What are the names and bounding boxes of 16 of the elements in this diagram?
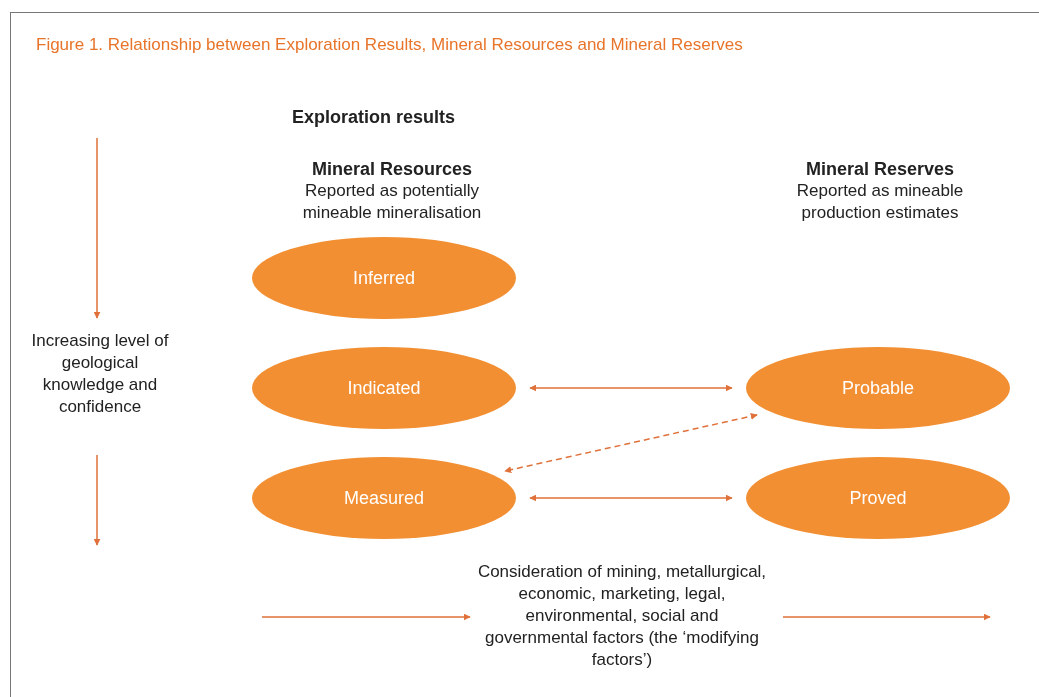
text-label: Reported as mineable production estimates [795, 180, 965, 224]
node-label: Measured [343, 487, 424, 509]
double-arrow [504, 412, 758, 474]
text-label: Consideration of mining, metallurgical, economic, marketing, legal, environmental, social and governmental factors (the ‘modifying factors’) [476, 561, 768, 671]
figure-title: Figure 1. Relationship between Exploration Results, Mineral Resources and Mineral Reserves [36, 35, 743, 55]
double-arrow [529, 494, 733, 502]
heading: Mineral Reserves [804, 158, 956, 180]
text-label: Reported as potentially mineable mineralisation [301, 180, 483, 224]
node-label: Probable [841, 377, 915, 399]
double-arrow [529, 384, 733, 392]
node-label: Inferred [352, 267, 415, 289]
node-label: Indicated [347, 377, 421, 399]
text-label: Increasing level of geological knowledge and confidence [30, 330, 170, 418]
heading: Exploration results [292, 106, 457, 128]
node-label: Proved [849, 487, 907, 509]
heading: Mineral Resources [310, 158, 474, 180]
